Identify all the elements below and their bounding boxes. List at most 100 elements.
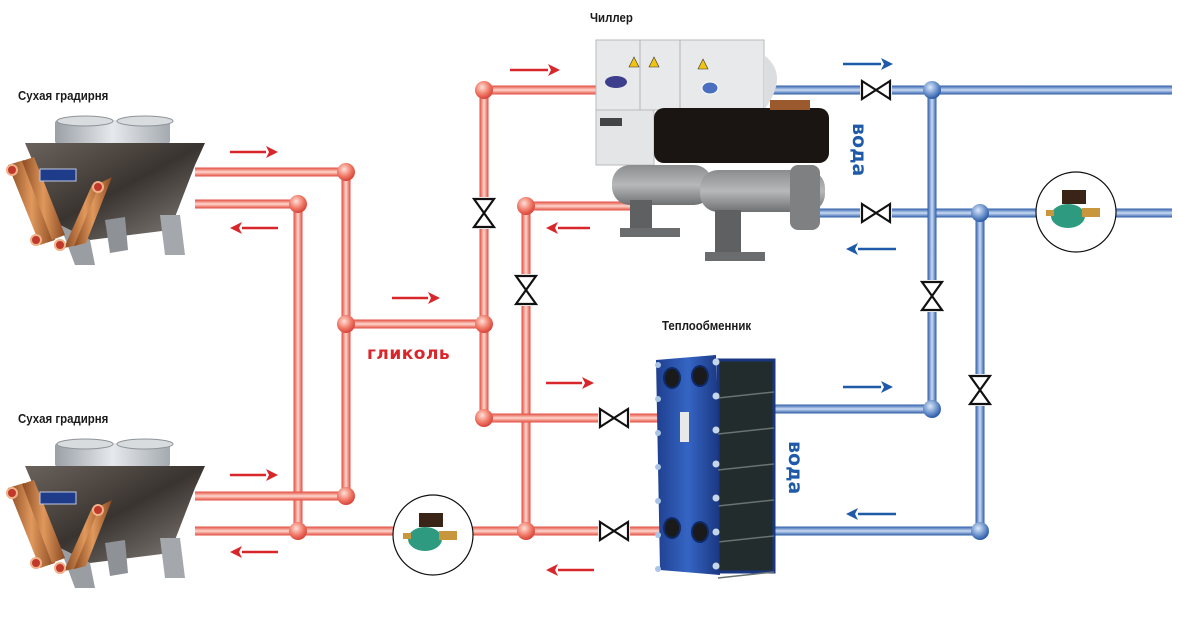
arrow-head (548, 64, 560, 76)
glycol-flow-arrow (546, 377, 594, 389)
pump-motor-box (419, 513, 443, 527)
arrow-head (546, 564, 558, 576)
arrow-head (546, 222, 558, 234)
arrow-head (846, 508, 858, 520)
valve-body (471, 197, 497, 229)
water-circulation-pump (1035, 171, 1117, 253)
water-circuit-label-exchanger: вода (784, 441, 806, 495)
glycol-pipe (195, 199, 298, 209)
valve-body (860, 201, 892, 225)
bolt (655, 532, 661, 538)
pump-fitting (403, 533, 411, 539)
water-pipe (760, 404, 932, 414)
brand-plate (39, 168, 77, 182)
glycol-circuit-label: гликоль (367, 344, 451, 364)
evaporator-shell (612, 165, 712, 205)
glycol-pipe (484, 413, 660, 423)
arrow-head (582, 377, 594, 389)
drycooler-bottom-label: Сухая градирня (18, 411, 109, 426)
arrow-head (266, 146, 278, 158)
valve-icon (967, 374, 993, 406)
copper-coil (8, 483, 55, 568)
bolt (712, 358, 720, 366)
pump-motor-box (1062, 190, 1086, 204)
cooler-leg (160, 538, 185, 578)
glycol-pipe-joint (337, 315, 355, 333)
glycol-pipe (195, 167, 346, 177)
tie-bar (717, 391, 775, 399)
dry-cooler-top (6, 115, 205, 265)
fan-top (56, 115, 114, 127)
equipment-layer (6, 39, 1117, 588)
plate-pack (716, 358, 776, 574)
heat-exchanger-label: Теплообменник (662, 318, 752, 333)
glycol-pipe-joint (475, 315, 493, 333)
valve-body (598, 406, 630, 430)
water-circuit-label-chiller: вода (848, 123, 870, 177)
water-flow-arrow (846, 243, 896, 255)
dry-cooler-bottom (6, 438, 205, 588)
pump-volute (1051, 204, 1085, 228)
chiller-unit (595, 39, 829, 261)
frame-plate (656, 355, 720, 575)
water-pipe (975, 213, 985, 531)
cooler-body (25, 143, 205, 240)
glycol-pipe-joint (475, 409, 493, 427)
valve-body (860, 78, 892, 102)
pump-fitting (1046, 210, 1054, 216)
glycol-pipe-joint (475, 81, 493, 99)
port-opening (663, 517, 681, 539)
coil-flange (54, 562, 66, 574)
bolt (712, 426, 720, 434)
cooler-body (25, 466, 205, 563)
glycol-flow-arrow (230, 222, 278, 234)
coil-flange (6, 487, 18, 499)
cooler-leg (105, 540, 128, 576)
fan-top (116, 438, 174, 450)
water-flow-arrow (843, 381, 893, 393)
valve-icon (860, 78, 892, 102)
bolt (712, 494, 720, 502)
arrow-head (846, 243, 858, 255)
valve-body (919, 280, 945, 312)
glycol-flow-arrow (230, 469, 278, 481)
coil-flange (54, 239, 66, 251)
valve-icon (860, 201, 892, 225)
glycol-flow-arrow (230, 146, 278, 158)
warning-icon (697, 58, 709, 70)
valve-icon (919, 280, 945, 312)
glycol-flow-arrow (546, 564, 594, 576)
logo-badge (701, 81, 719, 95)
pump-volute (408, 527, 442, 551)
glycol-flow-arrow (546, 222, 590, 234)
valve-icon (598, 406, 630, 430)
fan-top (56, 438, 114, 450)
valve-body (967, 374, 993, 406)
drycooler-top-label: Сухая градирня (18, 88, 109, 103)
copper-coil (74, 500, 112, 569)
nameplate (600, 118, 622, 126)
glycol-flow-arrow (510, 64, 560, 76)
water-pipe (927, 90, 937, 409)
pump-fitting (1082, 208, 1100, 217)
glycol-pipe (341, 172, 351, 496)
warning-icon (648, 56, 660, 68)
glycol-pipe-joint (289, 522, 307, 540)
tie-bar (717, 427, 775, 435)
glycol-pipe-joint (517, 197, 535, 215)
glycol-pipe (526, 201, 630, 211)
bolt (655, 362, 661, 368)
bolt (712, 392, 720, 400)
glycol-pipe-joint (517, 522, 535, 540)
coil-flange (92, 181, 104, 193)
chiller-foot (715, 210, 741, 260)
water-pipe (820, 208, 1172, 218)
port-opening (691, 521, 709, 543)
chiller-base (620, 228, 680, 237)
water-pipe-joint (923, 81, 941, 99)
glycol-flow-arrow (392, 292, 440, 304)
water-box (790, 165, 820, 230)
water-flow-arrow (846, 508, 896, 520)
tie-bar (717, 535, 775, 543)
